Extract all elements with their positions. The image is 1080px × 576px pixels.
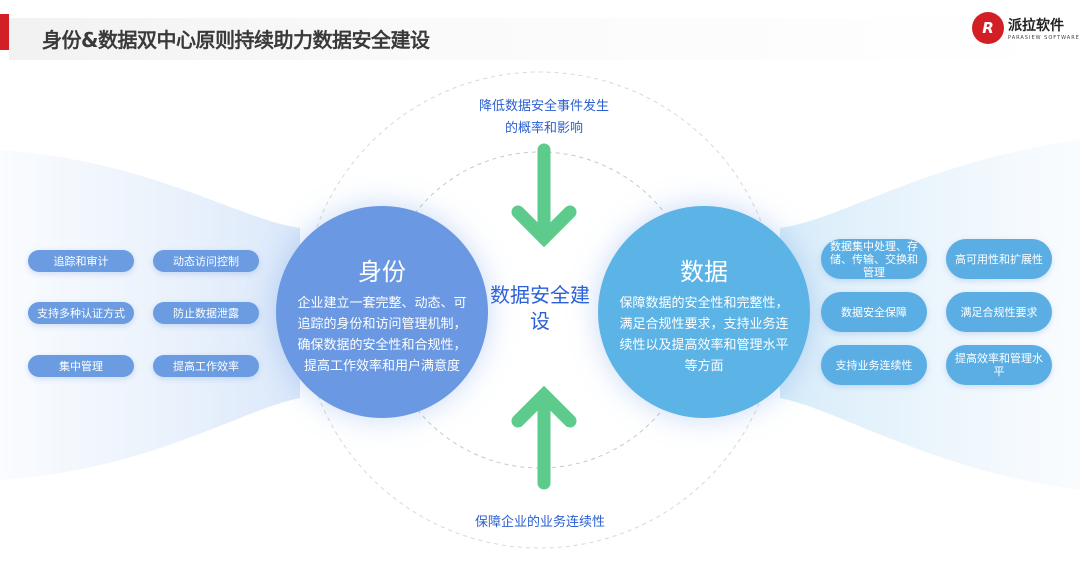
data-item: 支持业务连续性 [821, 345, 927, 385]
identity-item: 追踪和审计 [28, 250, 134, 272]
data-item: 提高效率和管理水平 [946, 345, 1052, 385]
logo-sub: PARASIEW SOFTWARE [1008, 35, 1080, 41]
data-item: 数据安全保障 [821, 292, 927, 332]
logo-icon: R [972, 12, 1004, 44]
identity-title: 身份 [358, 258, 406, 286]
logo: R 派拉软件 PARASIEW SOFTWARE [972, 12, 1080, 44]
right-fan [780, 140, 1080, 490]
data-item: 满足合规性要求 [946, 292, 1052, 332]
identity-item: 提高工作效率 [153, 355, 259, 377]
identity-item: 集中管理 [28, 355, 134, 377]
accent-bar [0, 14, 9, 50]
left-fan [0, 150, 300, 480]
bottom-caption: 保障企业的业务连续性 [474, 515, 605, 530]
logo-name: 派拉软件 [1008, 18, 1064, 34]
up-arrow-icon [511, 385, 577, 490]
identity-circle: 身份 企业建立一套完整、动态、可追踪的身份和访问管理机制，确保数据的安全性和合规… [276, 206, 488, 418]
identity-desc: 企业建立一套完整、动态、可追踪的身份和访问管理机制，确保数据的安全性和合规性，提… [297, 296, 467, 374]
top-caption: 降低数据安全事件发生的概率和影响 [478, 99, 609, 136]
identity-item: 动态访问控制 [153, 250, 259, 272]
data-item: 高可用性和扩展性 [946, 239, 1052, 279]
down-arrow-icon [511, 143, 577, 248]
identity-item: 防止数据泄露 [153, 302, 259, 324]
identity-item: 支持多种认证方式 [28, 302, 134, 324]
data-circle: 数据 保障数据的安全性和完整性，满足合规性要求，支持业务连续性以及提高效率和管理… [598, 206, 810, 418]
center-title: 数据安全建设 [490, 283, 590, 333]
data-item: 数据集中处理、存储、传输、交换和管理 [821, 239, 927, 279]
page-title: 身份&数据双中心原则持续助力数据安全建设 [42, 28, 430, 52]
data-desc: 保障数据的安全性和完整性，满足合规性要求，支持业务连续性以及提高效率和管理水平等… [619, 296, 789, 374]
title-bar [9, 18, 1069, 60]
data-title: 数据 [680, 258, 728, 286]
